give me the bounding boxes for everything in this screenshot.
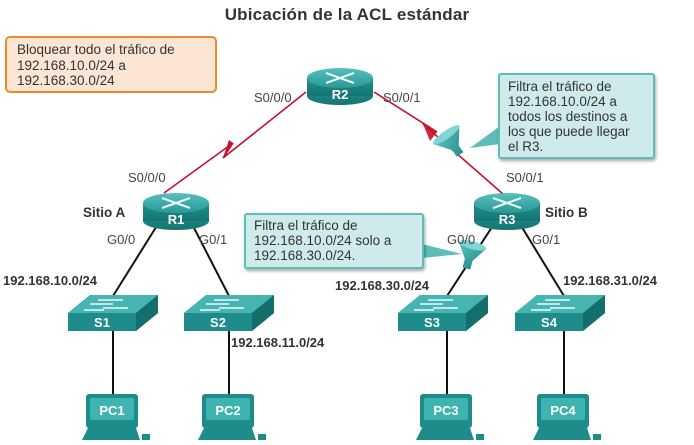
pc-pc2[interactable]: PC2 bbox=[198, 394, 266, 440]
switch-arrows-icon bbox=[414, 299, 458, 311]
pc-label: PC1 bbox=[99, 403, 124, 418]
policy-note: Bloquear todo el tráfico de 192.168.10.0… bbox=[5, 36, 217, 93]
acl-filter-funnel-icon bbox=[432, 125, 464, 157]
note-line: 192.168.10.0/24 a bbox=[508, 94, 617, 109]
interface-label-r3-g00: G0/0 bbox=[447, 232, 476, 247]
network-label-s1: 192.168.10.0/24 bbox=[3, 273, 97, 288]
pc-pc3[interactable]: PC3 bbox=[416, 394, 484, 440]
switch-s2[interactable]: S2 bbox=[184, 295, 274, 331]
switch-label: S4 bbox=[541, 315, 558, 330]
network-label-s3: 192.168.30.0/24 bbox=[335, 278, 429, 293]
switch-label: S3 bbox=[424, 315, 440, 330]
pc-pc4[interactable]: PC4 bbox=[533, 394, 601, 440]
switch-label: S2 bbox=[210, 315, 226, 330]
serial-link-r2-r3 bbox=[373, 91, 504, 195]
router-icon bbox=[161, 197, 191, 209]
switch-s1[interactable]: S1 bbox=[68, 295, 158, 331]
callout-filter-r3-s001: Filtra el tráfico de 192.168.10.0/24 a t… bbox=[498, 73, 655, 159]
pc-label: PC3 bbox=[433, 403, 458, 418]
note-line: Filtra el tráfico de bbox=[254, 218, 358, 233]
switch-s3[interactable]: S3 bbox=[398, 295, 488, 331]
link-r1-s1 bbox=[112, 223, 159, 297]
callout-filter-r3-g00: Filtra el tráfico de 192.168.10.0/24 sol… bbox=[244, 213, 424, 269]
link-r1-s2 bbox=[191, 223, 230, 297]
note-line: Filtra el tráfico de bbox=[508, 79, 612, 94]
router-icon bbox=[325, 72, 355, 84]
link-r3-s4 bbox=[519, 223, 565, 297]
note-line: 192.168.10.0/24 a bbox=[17, 57, 126, 73]
switch-s4[interactable]: S4 bbox=[515, 295, 605, 331]
site-label-a: Sitio A bbox=[83, 205, 126, 220]
router-r3[interactable]: R3 bbox=[474, 193, 540, 230]
interface-label-r2-s001: S0/0/1 bbox=[383, 90, 421, 105]
callout-pointer-filter-g00 bbox=[422, 244, 462, 258]
router-label: R1 bbox=[168, 212, 185, 227]
note-line: 192.168.30.0/24 bbox=[17, 73, 115, 88]
note-line: el R3. bbox=[508, 139, 544, 154]
pc-label: PC4 bbox=[550, 403, 576, 418]
site-label-b: Sitio B bbox=[545, 205, 588, 220]
interface-label-r1-s000: S0/0/0 bbox=[128, 170, 166, 185]
acl-filter-funnel-icon bbox=[459, 240, 487, 270]
note-line: los que puede llegar bbox=[508, 124, 630, 139]
interface-label-r1-g01: G0/1 bbox=[199, 232, 228, 247]
interface-label-r3-s001: S0/0/1 bbox=[506, 170, 544, 185]
network-label-s4: 192.168.31.0/24 bbox=[563, 273, 657, 288]
callout-pointer-filter-s001 bbox=[470, 126, 500, 148]
note-line: 192.168.10.0/24 solo a bbox=[254, 233, 392, 248]
router-label: R2 bbox=[332, 87, 349, 102]
note-line: todos los destinos a bbox=[508, 109, 628, 124]
router-r2[interactable]: R2 bbox=[307, 68, 373, 105]
router-r1[interactable]: R1 bbox=[143, 193, 209, 230]
note-line: 192.168.30.0/24. bbox=[254, 248, 356, 263]
pc-pc1[interactable]: PC1 bbox=[82, 394, 150, 440]
interface-label-r1-g00: G0/0 bbox=[107, 232, 136, 247]
serial-link-r1-r2 bbox=[163, 91, 307, 194]
router-icon bbox=[492, 197, 522, 209]
router-label: R3 bbox=[499, 212, 516, 227]
interface-label-r3-g01: G0/1 bbox=[532, 232, 561, 247]
note-line: Bloquear todo el tráfico de bbox=[17, 42, 175, 57]
diagram-title: Ubicación de la ACL estándar bbox=[224, 5, 470, 24]
switch-arrows-icon bbox=[84, 299, 128, 311]
switch-arrows-icon bbox=[531, 299, 575, 311]
interface-label-r2-s000: S0/0/0 bbox=[254, 90, 292, 105]
switch-arrows-icon bbox=[200, 299, 244, 311]
pc-label: PC2 bbox=[215, 403, 240, 418]
network-label-s2: 192.168.11.0/24 bbox=[231, 335, 325, 350]
switch-label: S1 bbox=[94, 315, 110, 330]
